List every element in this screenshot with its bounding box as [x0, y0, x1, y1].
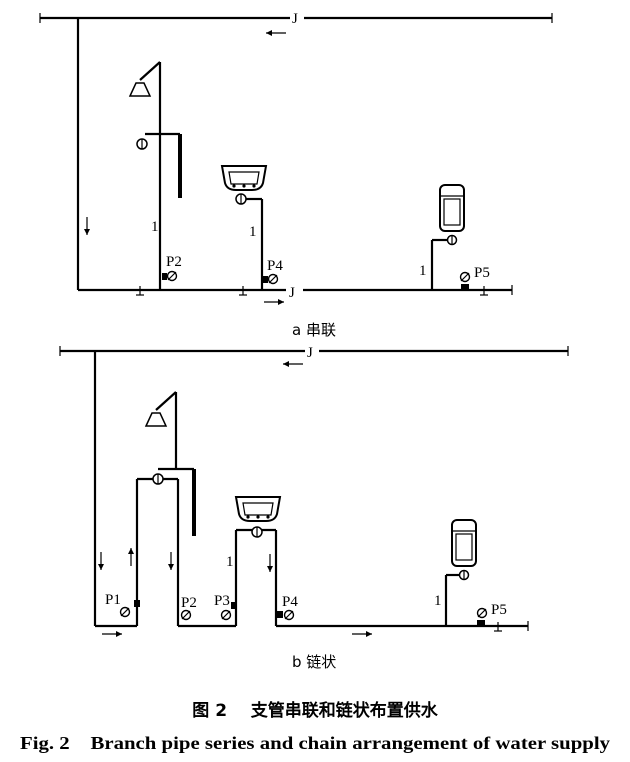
label-p4-a: P4 [267, 258, 283, 274]
meter-p5-a [459, 271, 471, 290]
water-heater-fixture-b [444, 519, 477, 626]
subfigure-a-title: a 串联 [292, 321, 336, 339]
meter-p3-b [220, 602, 237, 621]
flow-arrow-b-loop2-down [266, 553, 274, 573]
caption-chinese: 图 2 支管串联和链状布置供水 [192, 700, 438, 721]
branch-label-a-3: 1 [419, 263, 427, 279]
label-p1-b: P1 [105, 592, 121, 608]
label-p2-b: P2 [181, 595, 197, 611]
label-p5-a: P5 [474, 265, 490, 281]
branch-label-b-1: 1 [226, 554, 234, 570]
shower-fixture-a [128, 61, 182, 290]
label-p2-a: P2 [166, 254, 182, 270]
subfigure-b: J 1 [59, 343, 569, 671]
main-pipe-label-b-top: J [307, 345, 313, 361]
meter-p2-a [162, 270, 178, 282]
branch-label-a-1: 1 [151, 219, 159, 235]
meter-p2-b [180, 609, 192, 621]
flow-arrow-b-loop1-up [127, 547, 135, 567]
main-pipe-label-a-bottom: J [289, 285, 295, 301]
label-p5-b: P5 [491, 602, 507, 618]
flow-arrow-a-riser [83, 216, 91, 236]
flow-arrow-a-top [265, 29, 287, 37]
flow-arrow-b-top [282, 360, 304, 368]
flow-arrow-b-riser [97, 551, 105, 571]
water-heater-fixture-a [430, 184, 465, 290]
flow-arrow-a-bottom [263, 298, 285, 306]
flow-arrow-b-bottom-left [101, 630, 123, 638]
meter-p4-b [277, 609, 295, 621]
flow-arrow-b-bottom-right [351, 630, 373, 638]
meter-p4-a [263, 273, 279, 285]
branch-label-a-2: 1 [249, 224, 257, 240]
label-p3-b: P3 [214, 593, 230, 609]
flow-arrow-b-loop1-down [167, 551, 175, 571]
meter-p5-b [476, 607, 488, 626]
subfigure-a: J J 1 P2 [39, 10, 553, 339]
meter-p1-b [119, 600, 140, 618]
label-p4-b: P4 [282, 594, 298, 610]
branch-label-b-2: 1 [434, 593, 442, 609]
caption-english: Fig. 2 Branch pipe series and chain arra… [20, 733, 610, 753]
shower-fixture-b [144, 391, 196, 536]
main-pipe-label-a-top: J [292, 11, 298, 27]
subfigure-b-title: b 链状 [292, 653, 336, 671]
washbasin-fixture-a [220, 165, 268, 290]
washbasin-fixture-b [234, 496, 282, 538]
